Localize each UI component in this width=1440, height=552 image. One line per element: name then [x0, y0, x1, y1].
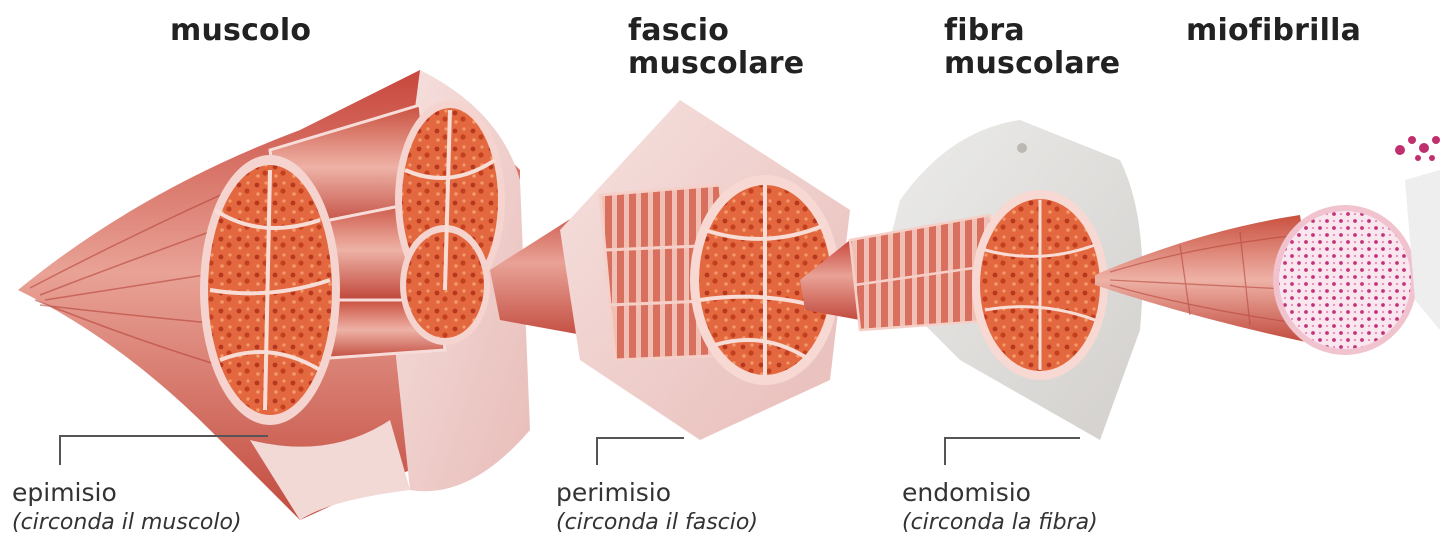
title-fascicle: fascio muscolare	[628, 14, 804, 80]
title-fiber: fibra muscolare	[944, 14, 1120, 80]
leader-lines	[60, 436, 1080, 465]
myofibril-illustration	[1095, 136, 1440, 355]
label-epimysium: epimisio (circonda il muscolo)	[12, 478, 242, 538]
perimysium-leader	[597, 438, 684, 465]
label-perimysium: perimisio (circonda il fascio)	[556, 478, 758, 538]
fiber-illustration	[800, 120, 1143, 440]
label-endomysium: endomisio (circonda la fibra)	[902, 478, 1098, 538]
title-fascicle-line2: muscolare	[628, 47, 804, 80]
title-fiber-line2: muscolare	[944, 47, 1120, 80]
title-myofibril: miofibrilla	[1186, 14, 1361, 47]
endomysium-name: endomisio	[902, 478, 1098, 508]
epimysium-desc: (circonda il muscolo)	[12, 508, 242, 538]
fascicle-illustration	[490, 100, 850, 440]
epimysium-name: epimisio	[12, 478, 242, 508]
perimysium-name: perimisio	[556, 478, 758, 508]
title-fiber-line1: fibra	[944, 14, 1120, 47]
perimysium-desc: (circonda il fascio)	[556, 508, 758, 538]
title-muscle: muscolo	[170, 14, 311, 47]
muscle-illustration	[18, 70, 530, 520]
endomysium-desc: (circonda la fibra)	[902, 508, 1098, 538]
title-fascicle-line1: fascio	[628, 14, 804, 47]
endomysium-leader	[945, 438, 1080, 465]
